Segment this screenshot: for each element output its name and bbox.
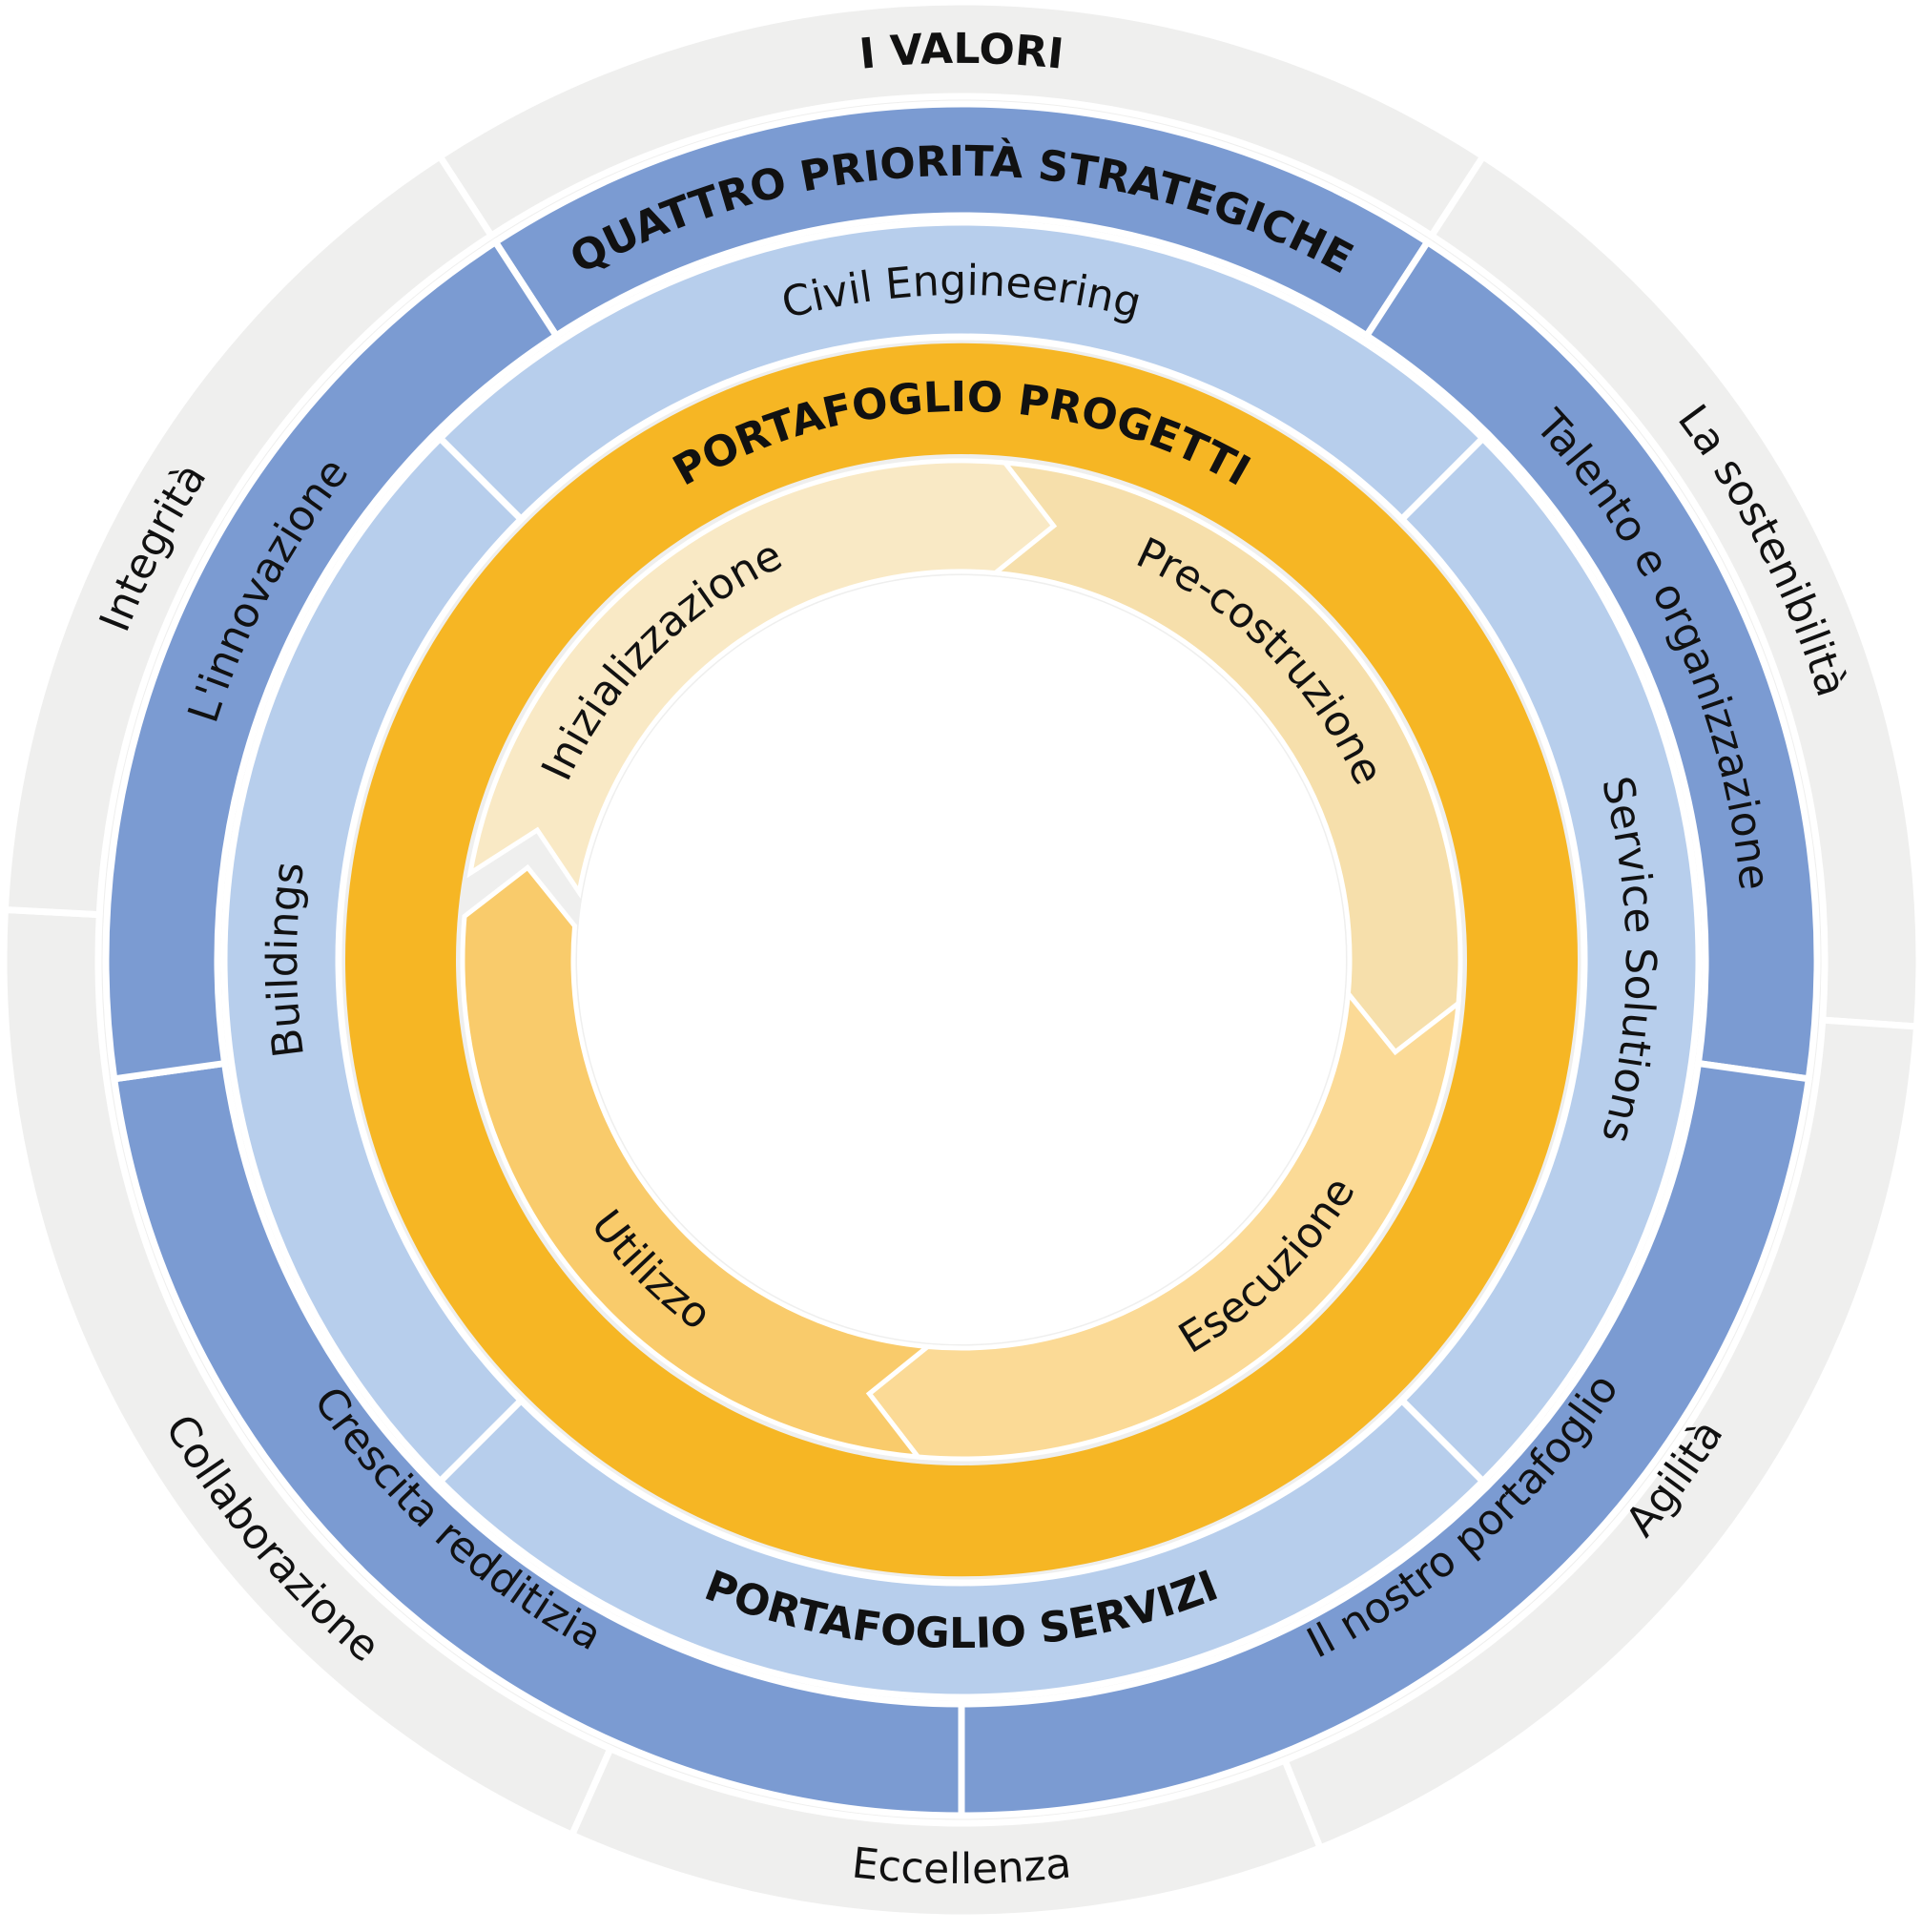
priorities-ring bbox=[102, 100, 1821, 1819]
center-disc bbox=[577, 575, 1346, 1344]
phase-segment-4 bbox=[460, 863, 934, 1461]
values-heading: I VALORI bbox=[858, 25, 1066, 79]
phases-ring bbox=[460, 458, 1463, 1462]
service-label-buildings: Buildings bbox=[258, 859, 314, 1060]
priorities-segment-4 bbox=[102, 237, 562, 1083]
services-ring bbox=[220, 218, 1703, 1701]
value-label-eccellenza: Eccellenza bbox=[850, 1839, 1074, 1894]
values-segment-5 bbox=[1, 152, 496, 919]
services-segment-3 bbox=[220, 433, 527, 1486]
